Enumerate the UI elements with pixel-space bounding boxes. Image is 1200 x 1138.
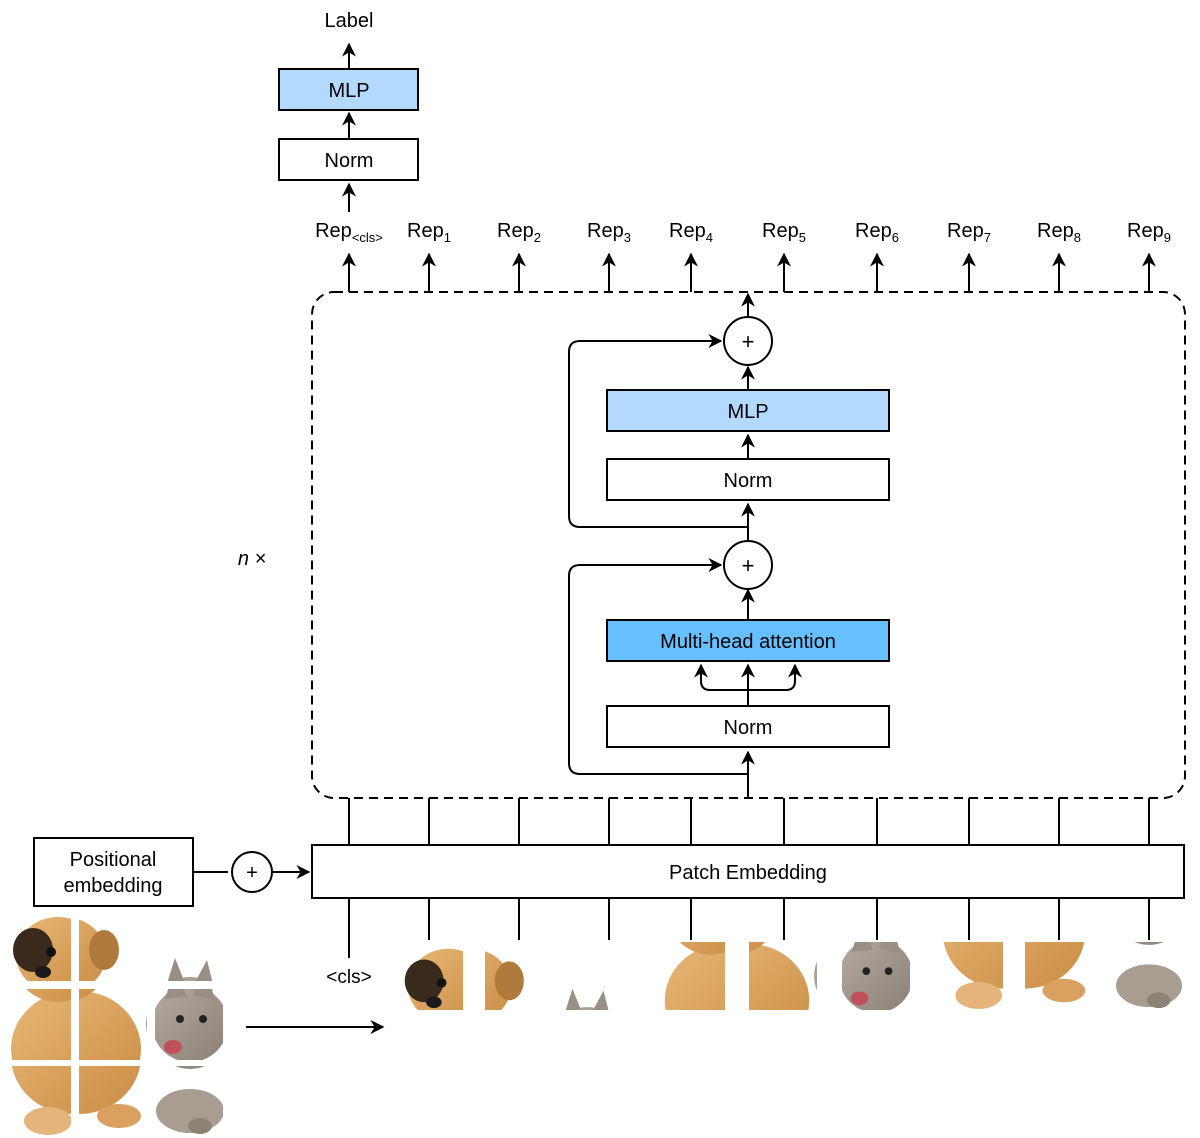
sequence-patch-2 — [485, 942, 553, 1010]
positional-embedding-box — [33, 837, 194, 907]
source-image-grid — [3, 910, 223, 1136]
patch-embedding-label: Patch Embedding — [669, 862, 827, 884]
encoder-norm-bottom-label: Norm — [724, 717, 773, 739]
attn-arrow-left — [694, 663, 748, 691]
rep-label-9: Rep9 — [1127, 220, 1171, 245]
cls-token-label: <cls> — [326, 967, 371, 988]
encoder-norm-top-label: Norm — [724, 470, 773, 492]
positional-embedding-label-2: embedding — [64, 875, 163, 897]
encoder-norm-bottom-box — [606, 705, 890, 748]
sequence-patch-7 — [935, 942, 1003, 1010]
head-mlp-label: MLP — [328, 80, 369, 102]
embedding-add-symbol: + — [246, 862, 258, 884]
source-patch-8 — [79, 1066, 147, 1136]
head-norm-box — [278, 138, 419, 181]
rep-labels: Rep<cls> Rep1 Rep2 Rep3 Rep4 Rep5 Rep6 Rep7 Rep8… — [315, 220, 1171, 245]
sequence-patch-5 — [749, 942, 817, 1010]
rep-label-4: Rep4 — [669, 220, 713, 245]
encoder-mlp-box — [606, 389, 890, 432]
encoder-norm-top-box — [606, 458, 890, 501]
rep-label-0: Rep<cls> — [315, 220, 383, 245]
source-patch-2 — [79, 910, 147, 981]
attn-arrow-right — [748, 663, 802, 691]
sequence-patch-6 — [842, 942, 910, 1010]
source-patch-6 — [155, 989, 223, 1060]
residual-connection-2 — [568, 334, 748, 528]
rep-label-5: Rep5 — [762, 220, 806, 245]
residual-add-1-symbol: + — [742, 553, 755, 578]
rep-label-3: Rep3 — [587, 220, 631, 245]
positional-embedding-label-1: Positional — [70, 849, 157, 871]
repeat-label: n × — [238, 548, 266, 570]
rep-label-2: Rep2 — [497, 220, 541, 245]
rep-label-6: Rep6 — [855, 220, 899, 245]
head-norm-label: Norm — [325, 150, 374, 172]
attention-box — [606, 619, 890, 662]
residual-connection-1 — [568, 558, 748, 775]
source-patch-4 — [3, 989, 71, 1060]
patch-sequence — [395, 942, 1183, 1010]
sequence-patch-1 — [395, 942, 463, 1010]
source-patch-1 — [3, 910, 71, 981]
sequence-patch-8 — [1025, 942, 1093, 1010]
rep-arrows — [342, 252, 1156, 292]
rep-label-8: Rep8 — [1037, 220, 1081, 245]
source-patch-3 — [155, 910, 223, 981]
sequence-patch-3 — [553, 942, 621, 1010]
label-text: Label — [325, 10, 374, 32]
source-patch-7 — [3, 1066, 71, 1136]
attention-label: Multi-head attention — [660, 631, 836, 653]
rep-label-7: Rep7 — [947, 220, 991, 245]
patch-connectors — [348, 798, 1150, 958]
head-mlp-box — [278, 68, 419, 111]
source-patch-9 — [155, 1066, 223, 1136]
encoder-mlp-label: MLP — [727, 401, 768, 423]
rep-label-1: Rep1 — [407, 220, 451, 245]
patch-embedding-box — [311, 844, 1185, 899]
source-patch-5 — [79, 989, 147, 1060]
sequence-patch-9 — [1115, 942, 1183, 1010]
residual-add-2-symbol: + — [742, 329, 755, 354]
sequence-patch-4 — [657, 942, 725, 1010]
